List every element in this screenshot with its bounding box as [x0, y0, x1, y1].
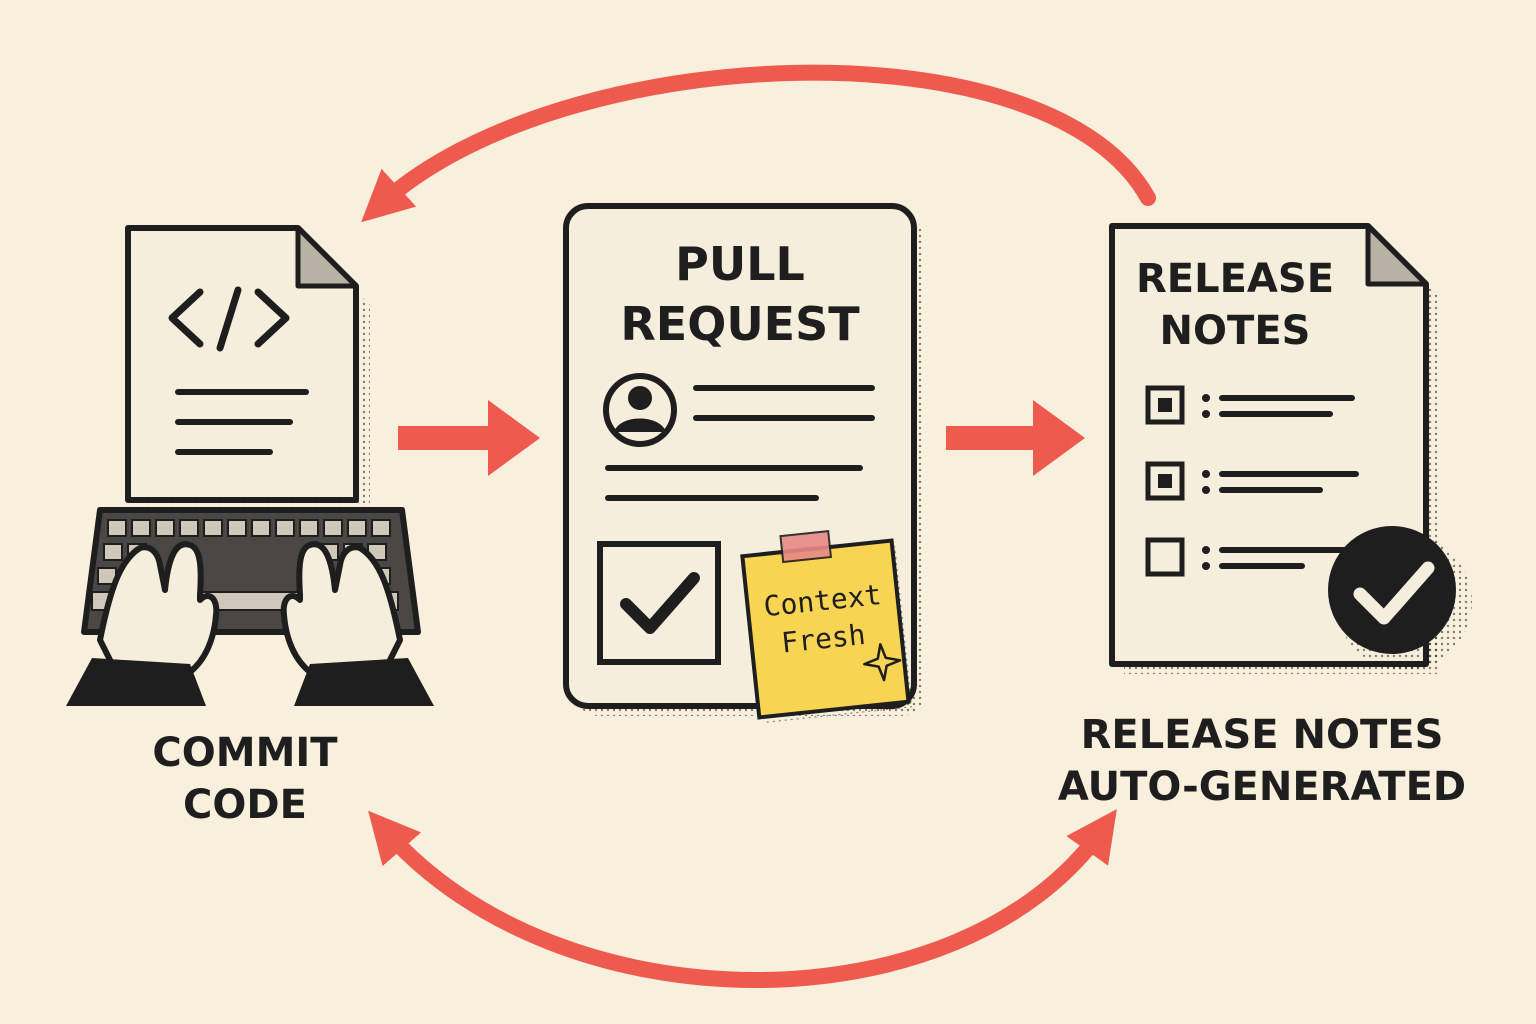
release-checklist — [1145, 385, 1359, 577]
commit-label-line2: CODE — [183, 782, 307, 828]
sparkle-icon — [863, 643, 902, 682]
sticky-note: Context Fresh — [740, 530, 916, 723]
release-doc-title-line2: NOTES — [1160, 308, 1311, 354]
hands-icon — [66, 541, 434, 706]
check-badge-icon — [1328, 526, 1472, 670]
release-caption-line2: AUTO-GENERATED — [1058, 764, 1466, 810]
checkmark-icon — [620, 572, 700, 634]
release-caption-line1: RELEASE NOTES — [1081, 712, 1444, 758]
checklist-item — [1145, 537, 1349, 577]
bottom-double-arrow — [368, 809, 1117, 988]
code-brackets-icon — [168, 286, 290, 352]
pr-title-line1: PULL — [675, 237, 805, 291]
commit-document — [125, 225, 370, 513]
pr-title-line2: REQUEST — [620, 297, 860, 351]
commit-label-line1: COMMIT — [152, 730, 338, 776]
arrow-commit-to-pr — [398, 400, 540, 476]
avatar-icon — [603, 373, 677, 447]
release-doc-title-line1: RELEASE — [1136, 256, 1334, 302]
tape — [779, 530, 833, 564]
checklist-item — [1145, 461, 1359, 501]
pr-description-lines — [605, 385, 875, 501]
checklist-item — [1145, 385, 1355, 425]
approval-checkbox — [597, 541, 721, 665]
arrow-pr-to-release — [946, 400, 1085, 476]
top-return-arrow — [361, 64, 1156, 223]
